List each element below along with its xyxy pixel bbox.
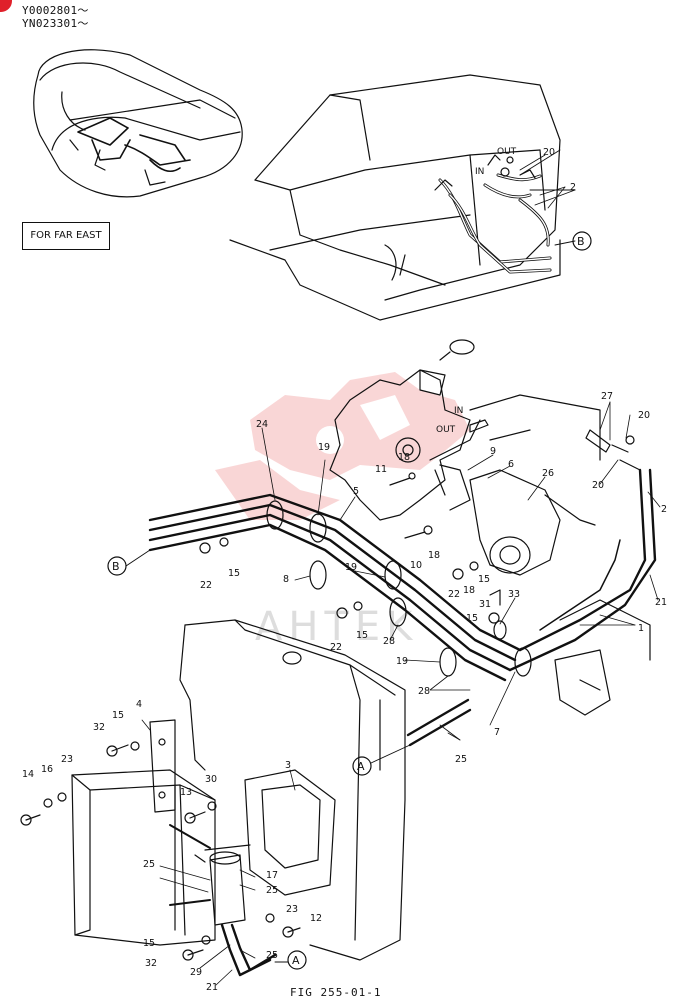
part-20-top: 20 <box>543 147 555 158</box>
part-21-bottom: 21 <box>206 982 218 993</box>
part-18-right: 18 <box>463 585 475 596</box>
part-22-low: 22 <box>330 642 342 653</box>
part-12: 12 <box>310 913 322 924</box>
evaporator-detail <box>229 74 592 321</box>
part-number-labels: 20 2 27 20 20 2 21 1 26 9 6 24 19 11 18 … <box>22 147 667 993</box>
part-25-mid: 25 <box>455 754 467 765</box>
part-18-mid: 18 <box>428 550 440 561</box>
part-21-right: 21 <box>655 597 667 608</box>
part-32-top: 32 <box>93 722 105 733</box>
region-note-box: FOR FAR EAST <box>22 222 110 250</box>
part-4: 4 <box>136 699 142 710</box>
part-32-bottom: 32 <box>145 958 157 969</box>
label-in-top: IN <box>475 167 484 177</box>
part-9: 9 <box>490 446 496 457</box>
part-13: 13 <box>180 787 192 798</box>
part-29: 29 <box>190 967 202 978</box>
part-27: 27 <box>601 391 613 402</box>
part-5: 5 <box>353 486 359 497</box>
callout-b-bottom: B <box>112 560 120 573</box>
part-25-a: 25 <box>143 859 155 870</box>
part-26: 26 <box>542 468 554 479</box>
part-3: 3 <box>285 760 291 771</box>
part-1: 1 <box>638 623 644 634</box>
watermark-logo <box>215 372 470 520</box>
label-in-mid: IN <box>454 406 463 416</box>
part-7: 7 <box>494 727 500 738</box>
condenser-assembly <box>20 619 406 977</box>
part-23-left: 23 <box>61 754 73 765</box>
part-33: 33 <box>508 589 520 600</box>
compressor-hose-assembly <box>107 339 657 776</box>
part-2-top: 2 <box>570 182 576 193</box>
part-24: 24 <box>256 419 268 430</box>
label-out-top: OUT <box>497 147 517 157</box>
part-25-c: 25 <box>266 950 278 961</box>
part-22-mid: 22 <box>448 589 460 600</box>
callout-a-bottom: A <box>292 954 300 967</box>
part-25-b: 25 <box>266 885 278 896</box>
part-19-low: 19 <box>396 656 408 667</box>
machine-overview-inset <box>33 49 243 198</box>
part-22-left: 22 <box>200 580 212 591</box>
figure-caption: FIG 255-01-1 <box>290 986 382 999</box>
leader-lines <box>141 154 661 986</box>
part-19-top: 19 <box>318 442 330 453</box>
part-15-low: 15 <box>356 630 368 641</box>
part-2-right: 2 <box>661 504 667 515</box>
part-15-bl: 15 <box>112 710 124 721</box>
part-17: 17 <box>266 870 278 881</box>
part-30: 30 <box>205 774 217 785</box>
part-19-mid: 19 <box>345 562 357 573</box>
part-15-left: 15 <box>228 568 240 579</box>
part-20-right: 20 <box>638 410 650 421</box>
part-6: 6 <box>508 459 514 470</box>
label-out-mid: OUT <box>436 425 456 435</box>
part-10: 10 <box>410 560 422 571</box>
part-20-lower: 20 <box>592 480 604 491</box>
callout-b-top: B <box>577 235 585 248</box>
part-15-mid: 15 <box>478 574 490 585</box>
part-28-low: 28 <box>418 686 430 697</box>
part-15-mid2: 15 <box>466 613 478 624</box>
part-11: 11 <box>375 464 387 475</box>
part-18-top: 18 <box>398 452 410 463</box>
part-16: 16 <box>41 764 53 775</box>
serial-range-2: YN023301～ <box>22 17 89 30</box>
part-15-bottom: 15 <box>143 938 155 949</box>
part-14: 14 <box>22 769 34 780</box>
part-8: 8 <box>283 574 289 585</box>
serial-range-1: Y0002801～ <box>22 4 89 17</box>
part-28-mid: 28 <box>383 636 395 647</box>
part-23-right: 23 <box>286 904 298 915</box>
callout-a-mid: A <box>357 760 365 773</box>
part-31: 31 <box>479 599 491 610</box>
